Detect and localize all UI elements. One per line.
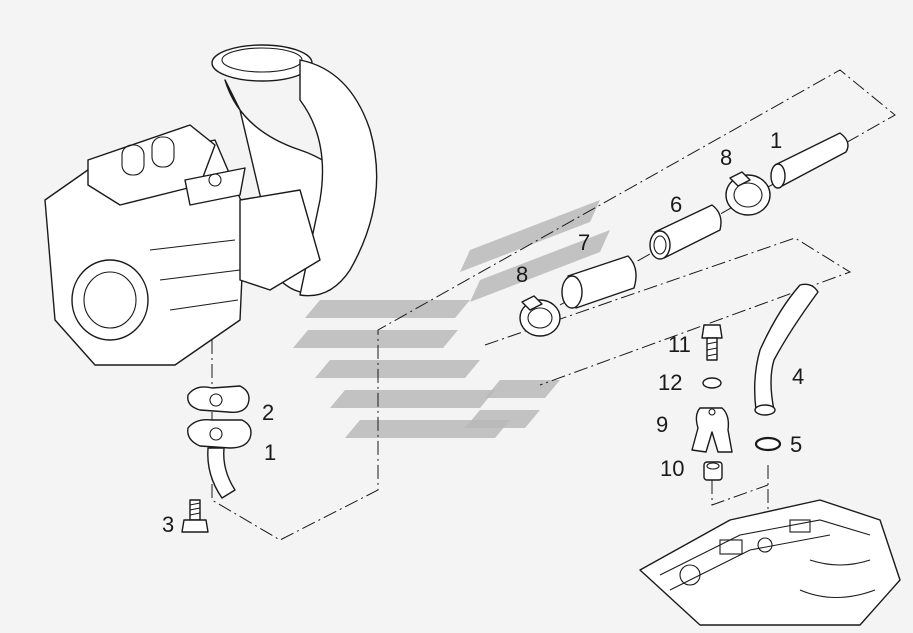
callouts: 1 8 6 7 8 2 1 3 11 12 9 10 4 5 xyxy=(162,128,804,537)
sleeve-icon xyxy=(649,204,722,260)
oil-drain-pipe-icon xyxy=(753,283,819,416)
callout-1-bottom: 1 xyxy=(264,440,276,465)
callout-6: 6 xyxy=(670,192,682,217)
callout-2: 2 xyxy=(262,400,274,425)
leader-lines xyxy=(211,69,896,541)
o-ring-icon xyxy=(754,436,782,452)
hose-clamp-icon xyxy=(725,171,771,216)
callout-11: 11 xyxy=(668,332,691,357)
washer-icon xyxy=(702,377,722,389)
callout-12: 12 xyxy=(658,370,682,395)
sleeve-icon xyxy=(561,255,637,309)
hose-icon xyxy=(770,132,849,189)
engine-block-icon xyxy=(639,499,901,626)
callout-9: 9 xyxy=(656,412,668,437)
callout-3: 3 xyxy=(162,512,174,537)
callout-8-top: 8 xyxy=(720,145,732,170)
callout-1-top: 1 xyxy=(770,128,782,153)
bolt-icon xyxy=(181,499,209,533)
gasket-icon xyxy=(187,385,250,414)
hose-clamp-icon xyxy=(519,295,561,337)
bracket-icon xyxy=(691,407,733,453)
callout-10: 10 xyxy=(660,456,684,481)
oil-drain-pipe-icon xyxy=(187,418,252,499)
callout-8-mid: 8 xyxy=(516,262,528,287)
callout-7: 7 xyxy=(578,230,590,255)
nut-icon xyxy=(703,461,723,481)
callout-4: 4 xyxy=(792,364,804,389)
callout-5: 5 xyxy=(790,432,802,457)
turbocharger-icon xyxy=(44,44,378,366)
bolt-icon xyxy=(701,324,723,361)
